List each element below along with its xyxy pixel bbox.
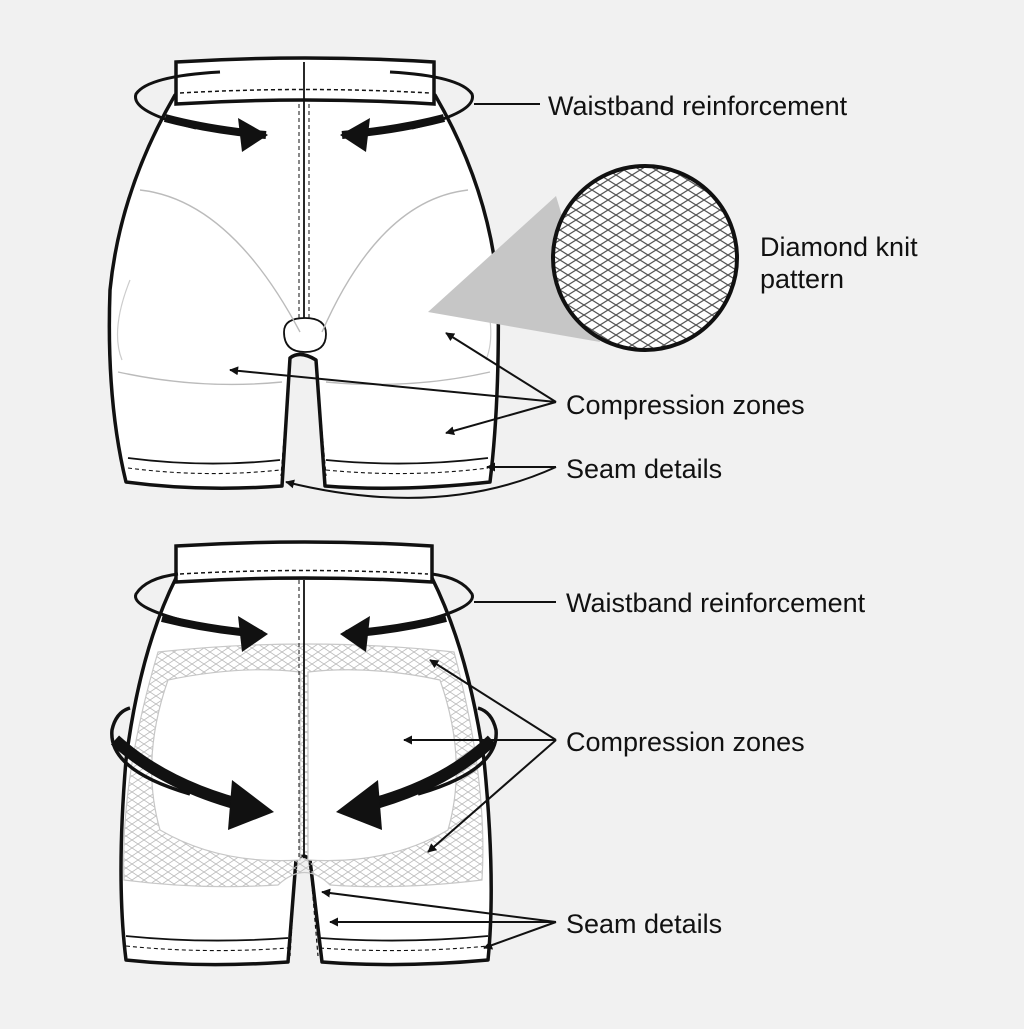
back-hem-right	[319, 935, 489, 942]
front-view: Waistband reinforcement Diamond knit pat…	[107, 56, 918, 499]
knit-magnifier-circle	[551, 164, 739, 352]
front-gusset	[283, 317, 327, 353]
front-hem-left	[127, 457, 281, 465]
front-compression-label: Compression zones	[566, 390, 805, 420]
front-seams-label: Seam details	[566, 454, 722, 484]
back-waistband-label: Waistband reinforcement	[566, 588, 866, 618]
front-waistband-label: Waistband reinforcement	[548, 91, 848, 121]
back-waistband	[174, 540, 434, 584]
front-waist-ring	[134, 70, 221, 130]
back-seams-label: Seam details	[566, 909, 722, 939]
knit-pattern-label-line2: pattern	[760, 264, 844, 294]
back-hem-left	[125, 935, 289, 942]
front-waistband	[174, 56, 436, 106]
knit-pattern-label-line1: Diamond knit	[760, 232, 918, 262]
back-compression-label: Compression zones	[566, 727, 805, 757]
front-hem-right	[325, 457, 489, 465]
back-hip-ring	[110, 706, 191, 796]
back-view: Waistband reinforcement Compression zone…	[110, 540, 866, 967]
